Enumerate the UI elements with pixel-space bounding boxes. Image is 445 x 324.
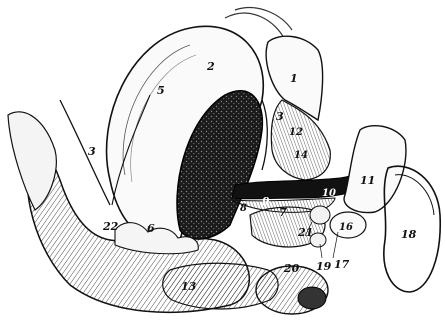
label-3-left: 3: [88, 145, 96, 158]
label-20: 20: [283, 262, 300, 275]
label-12: 12: [289, 127, 303, 138]
label-19: 19: [316, 260, 332, 273]
label-8-upper: 8: [254, 182, 261, 193]
label-10: 10: [322, 188, 336, 199]
cord-3-left: [60, 100, 110, 205]
nodule-21a: [310, 206, 330, 224]
label-1: 1: [290, 72, 298, 85]
label-3-right: 3: [276, 110, 284, 123]
label-9: 9: [262, 195, 270, 208]
label-7: 7: [279, 206, 287, 219]
label-13: 13: [181, 280, 197, 293]
tube-11: [344, 126, 406, 213]
label-18: 18: [401, 228, 417, 241]
label-6: 6: [147, 222, 155, 235]
label-16: 16: [339, 222, 353, 233]
label-11: 11: [360, 174, 375, 187]
label-2: 2: [206, 60, 215, 73]
label-22: 22: [102, 220, 119, 233]
label-5: 5: [157, 84, 165, 97]
bulb-20-end: [298, 287, 326, 309]
label-8-lower: 8: [240, 203, 247, 214]
tube-3-right: [262, 100, 267, 170]
label-14: 14: [294, 150, 308, 161]
label-21: 21: [297, 226, 313, 239]
label-17: 17: [334, 258, 350, 271]
